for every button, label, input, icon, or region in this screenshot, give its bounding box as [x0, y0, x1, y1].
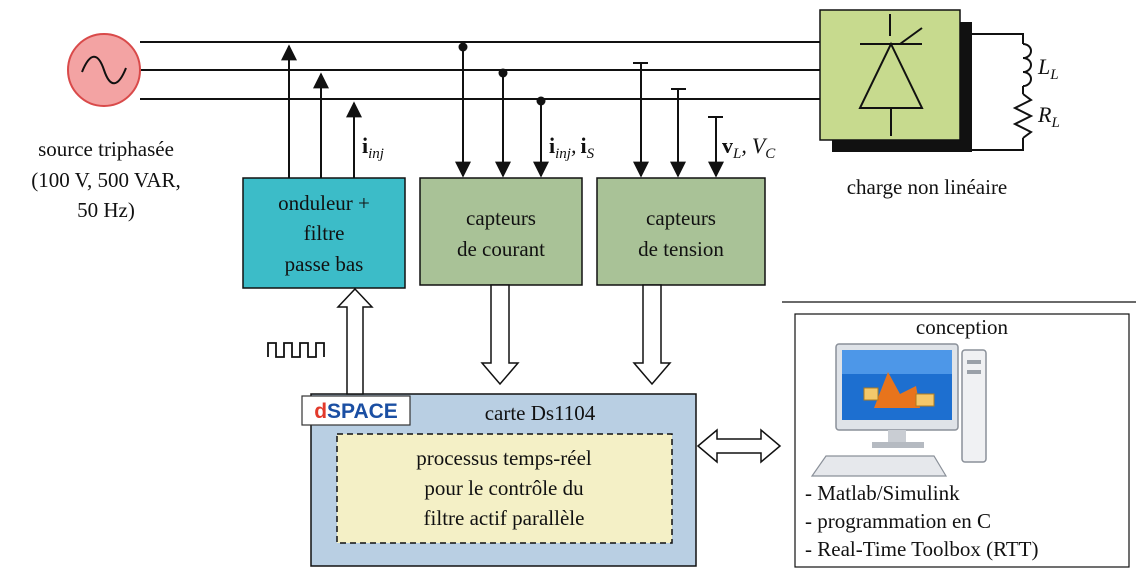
voltage-data-hollow-arrow	[632, 284, 672, 386]
inductor-label: LL	[1037, 54, 1059, 83]
load-caption: charge non linéaire	[847, 175, 1008, 199]
conception-title: conception	[916, 315, 1009, 339]
svg-text:filtre actif parallèle: filtre actif parallèle	[424, 506, 585, 530]
svg-text:capteurs: capteurs	[646, 206, 716, 230]
source-label: source triphasée (100 V, 500 VAR, 50 Hz)	[31, 137, 181, 222]
svg-text:(100 V, 500 VAR,: (100 V, 500 VAR,	[31, 168, 181, 192]
conception-panel: conception - Matlab/Simulink - programma…	[782, 301, 1136, 568]
resistor-label: RL	[1037, 102, 1060, 131]
current-tap-dots	[458, 42, 546, 106]
svg-text:filtre: filtre	[304, 221, 345, 245]
injection-arrows	[281, 44, 362, 178]
svg-text:pour le contrôle du: pour le contrôle du	[424, 476, 584, 500]
svg-text:capteurs: capteurs	[466, 206, 536, 230]
pwm-signal-icon	[267, 342, 325, 358]
i-inj-label: iinj	[362, 133, 384, 162]
currents-label: iinj,iS	[549, 133, 595, 162]
conception-item: - programmation en C	[805, 509, 991, 533]
voltage-sensors-block: capteurs de tension	[596, 177, 766, 286]
rl-load	[972, 33, 1034, 151]
svg-text:processus temps-réel: processus temps-réel	[416, 446, 592, 470]
resistor-icon	[1012, 93, 1034, 139]
svg-text:passe bas: passe bas	[285, 252, 364, 276]
current-data-hollow-arrow	[480, 284, 520, 386]
dspace-logo: dSPACE	[301, 395, 411, 426]
three-phase-bus	[140, 41, 822, 100]
bidirectional-hollow-arrow	[696, 428, 782, 464]
computer-icon	[810, 343, 987, 477]
svg-text:de courant: de courant	[457, 237, 545, 261]
svg-text:carte Ds1104: carte Ds1104	[485, 401, 596, 425]
pwm-hollow-arrow	[336, 287, 374, 395]
conception-item: - Matlab/Simulink	[805, 481, 960, 505]
voltages-label: vL,VC	[722, 133, 776, 162]
tower-icon	[961, 349, 987, 463]
matlab-logo-icon	[874, 372, 920, 408]
keyboard-icon	[810, 455, 948, 477]
inductor-icon	[1022, 43, 1032, 87]
diode-icon	[858, 14, 924, 136]
inverter-filter-block: onduleur + filtre passe bas	[242, 177, 406, 289]
svg-text:source triphasée: source triphasée	[38, 137, 174, 161]
conception-item: - Real-Time Toolbox (RTT)	[805, 537, 1039, 561]
svg-text:dSPACE: dSPACE	[314, 400, 398, 423]
current-taps	[455, 47, 549, 178]
nonlinear-load-block	[819, 9, 972, 152]
ac-source-symbol	[67, 33, 141, 107]
svg-text:50 Hz): 50 Hz)	[77, 198, 135, 222]
voltage-taps	[633, 62, 724, 178]
svg-text:de tension: de tension	[638, 237, 724, 261]
svg-text:onduleur +: onduleur +	[278, 191, 370, 215]
current-sensors-block: capteurs de courant	[419, 177, 583, 286]
